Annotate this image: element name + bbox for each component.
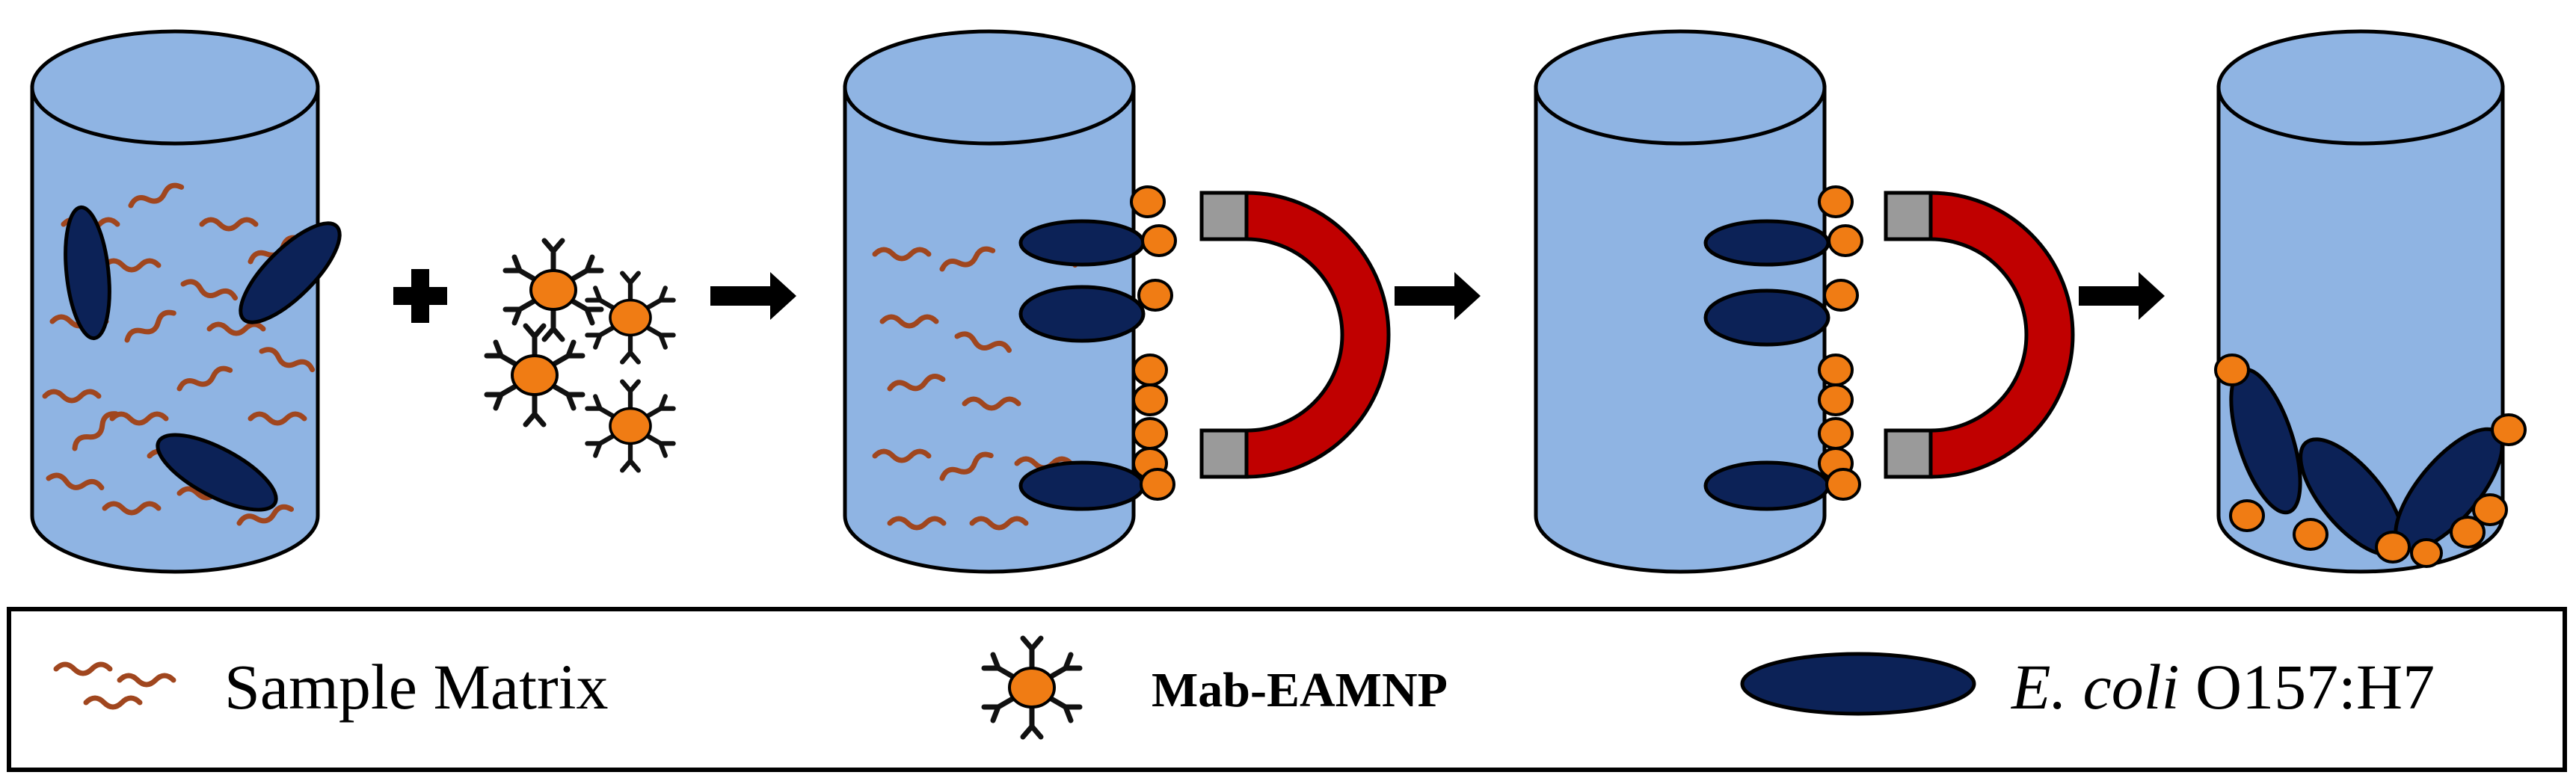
cylinder-2-binding	[843, 29, 1177, 574]
right-arrow-icon	[1395, 272, 1481, 320]
added-mab-eamnp-group	[487, 241, 674, 470]
settled-cells-4	[2229, 367, 2504, 557]
plus-sign-icon	[393, 269, 447, 323]
settled-nanoparticles-4	[2214, 354, 2527, 568]
bound-nanoparticles-3	[1818, 185, 1863, 501]
cylinder-1-sample	[30, 29, 342, 574]
legend-ecoli-italic: E. coli	[2010, 651, 2180, 723]
legend: Sample Matrix Mab-EAMNP E. coli O157:H7	[7, 607, 2567, 772]
horseshoe-magnet-icon	[1202, 193, 1389, 477]
legend-ecoli-strain: O157:H7	[2180, 651, 2435, 723]
captured-cells-3	[1703, 219, 1830, 511]
legend-ecoli-label: E. coli O157:H7	[2010, 651, 2435, 723]
ecoli-cell-icon	[1740, 652, 1976, 716]
cylinder-4-concentrated	[2214, 29, 2527, 574]
cylinder-3-separation	[1534, 29, 1863, 574]
horseshoe-magnet-icon	[1886, 193, 2073, 477]
legend-mnp-label: Mab-EAMNP	[1152, 663, 1448, 717]
ecoli-cells-1	[64, 205, 342, 512]
legend-matrix-label: Sample Matrix	[224, 651, 609, 723]
captured-cells-2	[1018, 219, 1146, 511]
bound-nanoparticles-2	[1130, 185, 1177, 501]
right-arrow-icon	[2079, 272, 2165, 320]
right-arrow-icon	[710, 272, 796, 320]
